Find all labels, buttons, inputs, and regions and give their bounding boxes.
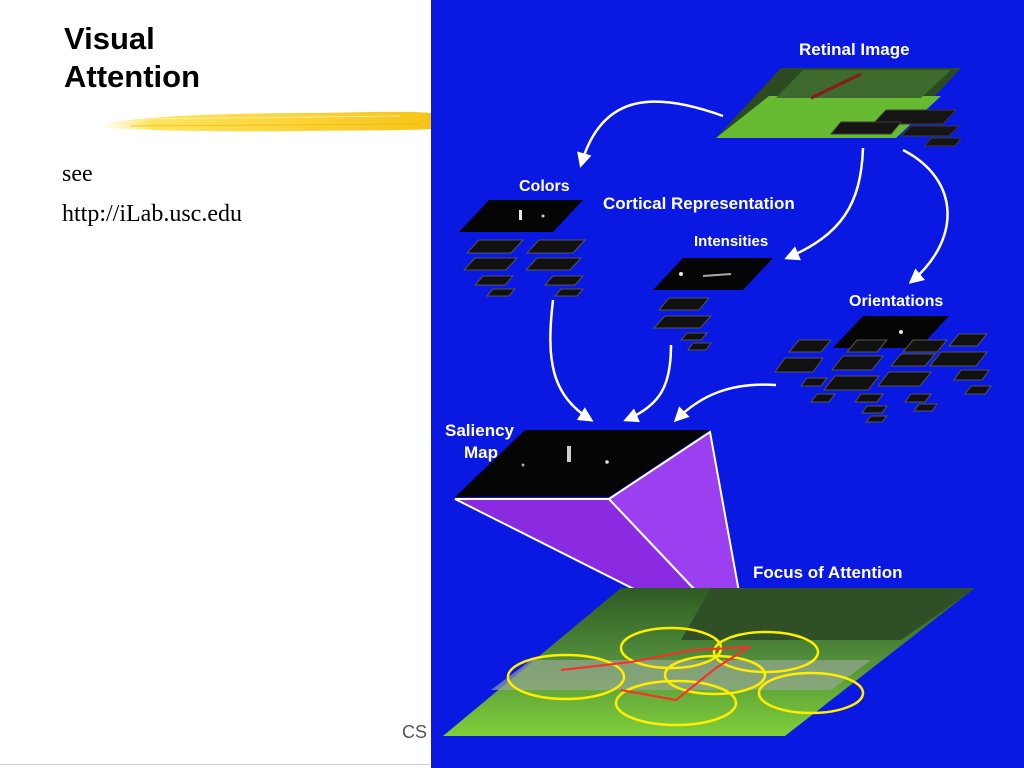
saliency-map-plane (455, 430, 710, 497)
label-intensities: Intensities (694, 233, 768, 250)
body-text: see http://iLab.usc.edu (62, 154, 242, 234)
colors-feature-maps (459, 200, 587, 297)
footer-text: CS (402, 722, 428, 742)
label-colors: Colors (519, 178, 570, 195)
body-line-url[interactable]: http://iLab.usc.edu (62, 201, 242, 227)
yellow-brush-stroke (102, 111, 432, 132)
intensities-feature-maps (652, 258, 773, 351)
slide-title: Visual Attention (64, 20, 200, 96)
title-line-1: Visual (64, 21, 155, 56)
title-line-2: Attention (64, 59, 201, 94)
visual-attention-diagram: Retinal Image Colors Cortical Representa… (431, 0, 1024, 768)
flow-arrows (549, 100, 949, 423)
label-cortical-representation: Cortical Representation (603, 194, 795, 213)
label-focus-of-attention: Focus of Attention (753, 563, 903, 582)
label-orientations: Orientations (849, 293, 943, 310)
orientations-feature-maps (774, 316, 992, 423)
label-map: Map (464, 443, 498, 462)
body-line-see: see (62, 161, 93, 187)
footer-divider (0, 764, 430, 765)
label-saliency: Saliency (445, 421, 515, 440)
focus-of-attention-image (443, 588, 975, 736)
retinal-image (716, 68, 962, 147)
label-retinal-image: Retinal Image (799, 40, 910, 59)
